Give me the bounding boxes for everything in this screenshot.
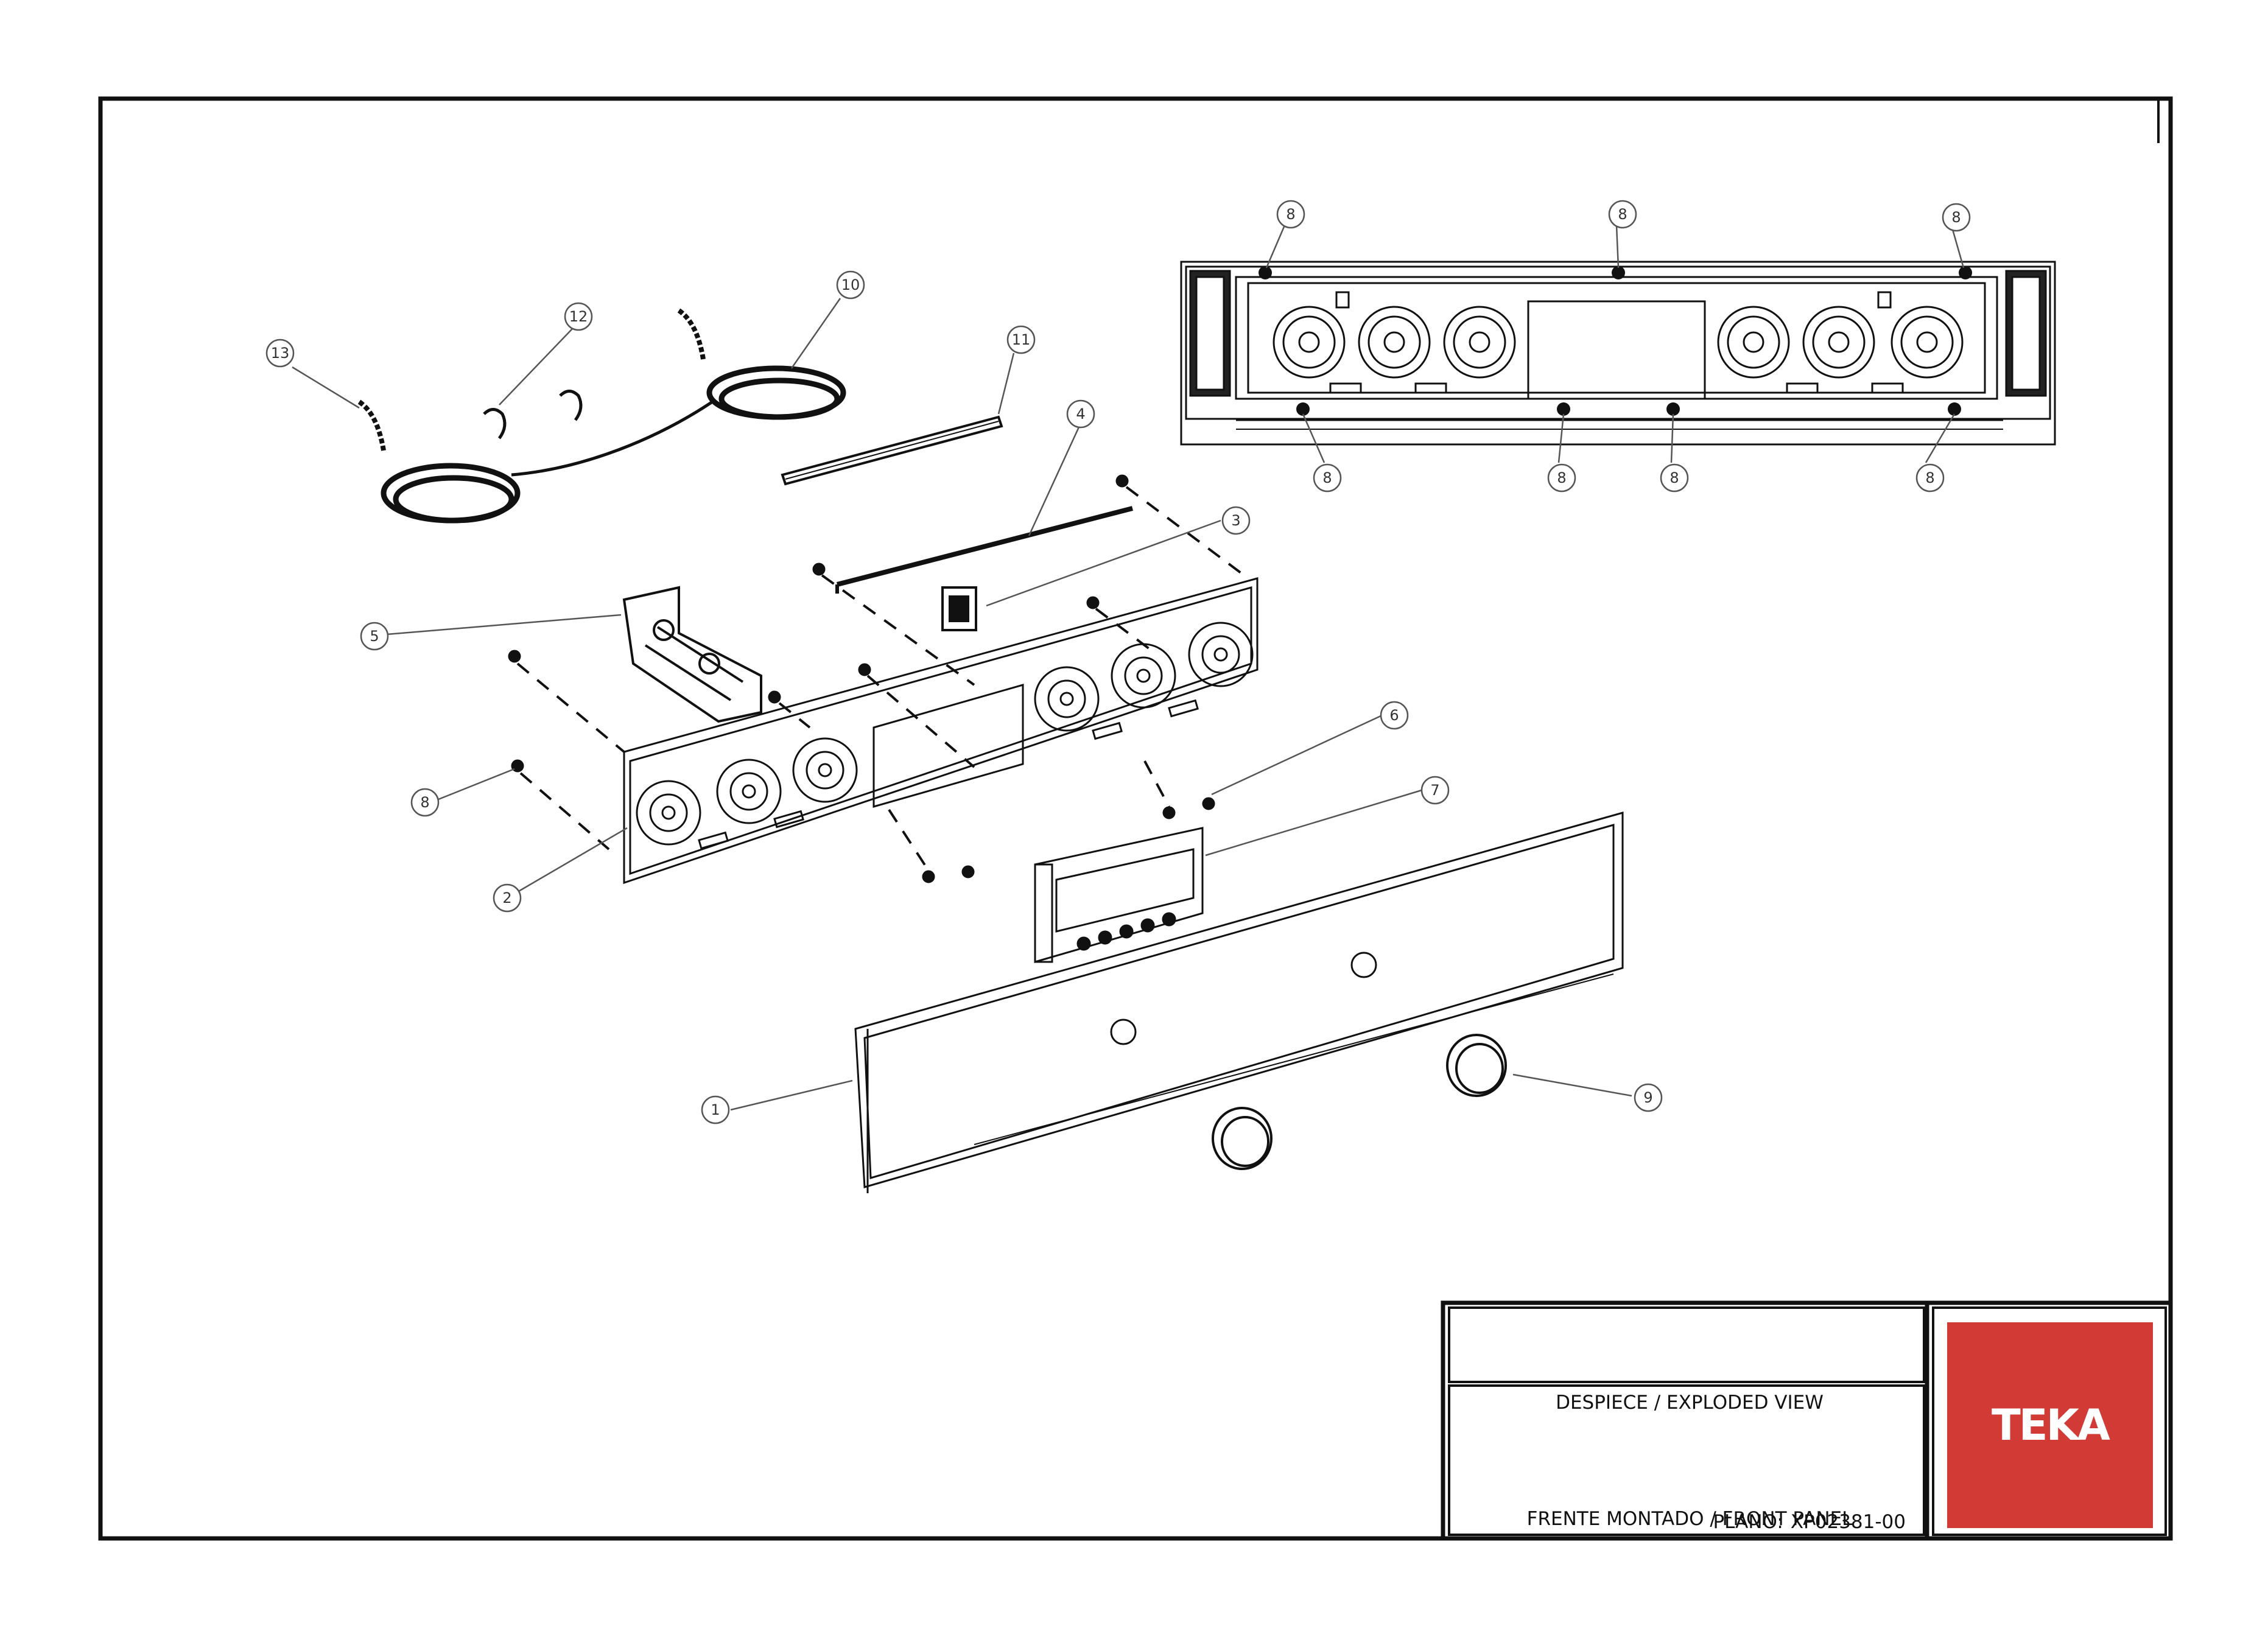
hooks-and-ties [357, 308, 706, 451]
callout-4: 4 [1076, 405, 1085, 423]
callout-8: 8 [1322, 469, 1332, 486]
callout-11: 11 [1012, 331, 1031, 348]
callout-9: 9 [1643, 1089, 1652, 1106]
callout-12: 12 [569, 308, 588, 325]
teka-logo: TEKA [1947, 1322, 2153, 1528]
callout-8: 8 [1925, 469, 1934, 486]
callout-8: 8 [1286, 206, 1295, 223]
clip-bar [781, 415, 1003, 486]
assembled-view-sockets [1273, 306, 1964, 379]
callout-2: 2 [502, 889, 511, 906]
callout-8: 8 [1951, 209, 1961, 226]
screws [508, 474, 1215, 883]
callout-1: 1 [711, 1101, 720, 1118]
wiring-harness [381, 365, 846, 524]
assembly-lines [516, 486, 1249, 872]
plan-label: PLANO: [1713, 1511, 1783, 1533]
teka-logo-text: TEKA [1992, 1400, 2110, 1450]
title-block-plan: PLANO: XP02381-00 [1449, 1498, 1906, 1546]
connector-block [622, 586, 762, 723]
callout-6: 6 [1389, 707, 1399, 724]
knobs [1212, 1034, 1507, 1170]
assembled-view-screws [1259, 266, 1972, 416]
title-block [1441, 1300, 2173, 1541]
callout-10: 10 [841, 276, 860, 293]
assembled-view [1180, 261, 2056, 446]
drawing-frame [98, 96, 2173, 1541]
timer-display [1034, 827, 1204, 963]
title-block-title: DESPIECE / EXPLODED VIEW [1556, 1391, 1824, 1414]
callout-5: 5 [370, 628, 379, 645]
plan-number: XP02381-00 [1790, 1511, 1906, 1533]
callout-numbers: 1 2 3 4 5 6 7 8 9 10 11 12 13 8 8 8 8 8 … [271, 206, 1961, 1118]
callout-13: 13 [271, 345, 290, 362]
callout-8: 8 [1618, 206, 1627, 223]
callout-8: 8 [1557, 469, 1566, 486]
switch [941, 586, 977, 631]
callout-8: 8 [1669, 469, 1679, 486]
callout-3: 3 [1231, 512, 1240, 529]
front-panel [854, 812, 1624, 1193]
callout-8: 8 [420, 794, 429, 811]
control-board-support [623, 577, 1259, 885]
leader-lines [292, 225, 1965, 1111]
title-block-subtitle: FRENTE MONTADO / FRONT PANEL [1526, 1508, 1853, 1530]
callout-circles [265, 200, 1971, 1124]
rod [835, 506, 1133, 594]
callout-7: 7 [1430, 782, 1439, 799]
display-window [1527, 300, 1706, 400]
